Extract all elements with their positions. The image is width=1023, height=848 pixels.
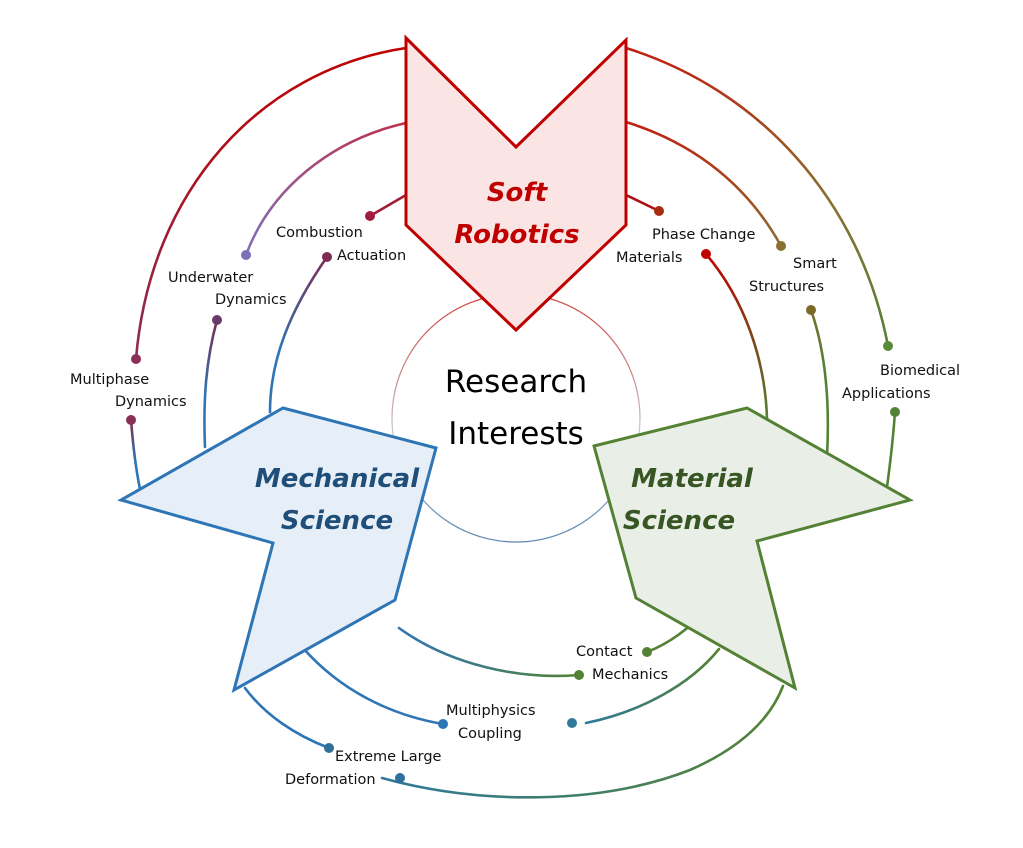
connector-sr-combustion (368, 193, 408, 218)
mechanical-science-label-1: Mechanical (255, 464, 420, 494)
connector-lines (129, 46, 897, 799)
dot-phase-mt (701, 249, 711, 259)
soft-robotics-label-1: Soft (487, 178, 549, 208)
dot-multiphase-ms (126, 415, 136, 425)
topic-underwater-2: Dynamics (215, 292, 287, 308)
material-science-label-1: Material (631, 464, 754, 494)
topic-multiphase-2: Dynamics (115, 394, 187, 410)
connector-mt-phase (704, 252, 769, 420)
dot-smart-sr (776, 241, 786, 251)
dot-smart-mt (806, 305, 816, 315)
center-title-1: Research (445, 364, 587, 400)
connector-sr-biomedical (624, 46, 890, 348)
soft-robotics-shape[interactable] (404, 34, 628, 333)
material-science-shape[interactable] (592, 406, 914, 692)
connector-ms-multiphase (129, 418, 142, 491)
soft-robotics-label-2: Robotics (454, 220, 579, 250)
dot-multiphase-sr (131, 354, 141, 364)
dot-extreme-ms (324, 743, 334, 753)
connector-sr-multiphase (134, 46, 408, 361)
topic-labels: Combustion Actuation Underwater Dynamics… (70, 225, 960, 788)
connector-mt-extreme (380, 684, 785, 799)
connector-ms-multiphysics (301, 646, 445, 726)
dot-combustion-ms (322, 252, 332, 262)
topic-contact-1: Contact (576, 644, 633, 660)
dot-multiphysics-ms (438, 719, 448, 729)
dot-underwater-sr (241, 250, 251, 260)
topic-biomedical-1: Biomedical (880, 363, 960, 379)
mechanical-science-label-2: Science (281, 506, 393, 536)
dot-contact-mt (642, 647, 652, 657)
material-science-label-2: Science (623, 506, 735, 536)
topic-underwater-1: Underwater (168, 270, 253, 286)
topic-biomedical-2: Applications (842, 386, 931, 402)
connector-ms-underwater (203, 318, 219, 449)
dot-biomedical-mt (890, 407, 900, 417)
topic-phase-1: Phase Change (652, 227, 755, 243)
topic-phase-2: Materials (616, 250, 682, 266)
dot-multiphysics-mt (567, 718, 577, 728)
topic-multiphase-1: Multiphase (70, 372, 149, 388)
topic-smart-1: Smart (793, 256, 837, 272)
topic-combustion-1: Combustion (276, 225, 363, 241)
connector-ms-extreme (243, 686, 331, 750)
topic-multiphysics-1: Multiphysics (446, 703, 536, 719)
dot-extreme-mt (395, 773, 405, 783)
topic-extreme-1: Extreme Large (335, 749, 442, 765)
dot-biomedical-sr (883, 341, 893, 351)
connector-ms-combustion (268, 255, 329, 414)
dot-contact-ms (574, 670, 584, 680)
dot-phase-sr (654, 206, 664, 216)
connector-mt-multiphysics (584, 647, 721, 725)
topic-extreme-2: Deformation (285, 772, 376, 788)
topic-multiphysics-2: Coupling (458, 726, 522, 742)
connector-sr-underwater (244, 121, 408, 257)
connector-ms-contact (397, 626, 581, 678)
connector-sr-phase (624, 193, 661, 213)
topic-smart-2: Structures (749, 279, 824, 295)
dot-underwater-ms (212, 315, 222, 325)
connector-sr-smart (624, 120, 783, 248)
mechanical-science-shape[interactable] (117, 406, 438, 694)
topic-combustion-2: Actuation (337, 248, 406, 264)
dot-combustion-sr (365, 211, 375, 221)
connector-mt-biomedical (885, 410, 897, 489)
center-title-2: Interests (448, 416, 584, 452)
topic-contact-2: Mechanics (592, 667, 668, 683)
connector-mt-smart (809, 308, 830, 458)
connector-dots (126, 206, 900, 783)
